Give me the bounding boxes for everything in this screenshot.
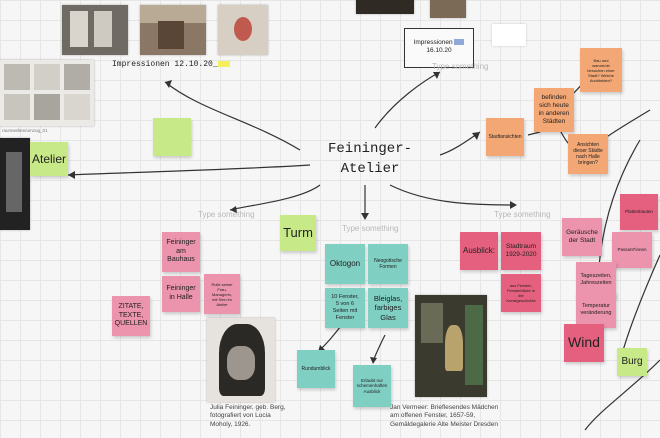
note-atelier[interactable]: Atelier: [30, 142, 68, 176]
highlight-marker-blue: [454, 39, 465, 46]
center-title[interactable]: Feininger- Atelier: [327, 141, 412, 177]
photo-caption-small: raumwelten/umzug_01: [2, 128, 48, 133]
note-plattenbauten[interactable]: Plattenbauten: [620, 194, 658, 230]
impressions-left-label[interactable]: Impressionen 12.10.20_: [112, 60, 230, 69]
caption-vermeer: Jan Vermeer: Brieflesendes Mädchen am of…: [390, 404, 499, 428]
photo-julia-feininger[interactable]: [207, 318, 275, 402]
note-temperatur[interactable]: Temperatur veränderung: [576, 292, 616, 328]
note-fensterblicke[interactable]: aus Fenster- Fensterblicke in der Kunstg…: [501, 274, 541, 312]
connector-to-left-group: [229, 184, 321, 211]
caption-julia-feininger: Julia Feininger, geb. Berg, fotografiert…: [210, 404, 286, 428]
photo-vermeer-painting[interactable]: [415, 295, 487, 397]
note-neogotische-formen[interactable]: Neogotische Formen: [368, 244, 408, 284]
highlight-marker: [217, 60, 230, 67]
note-befinden-sich-heute[interactable]: befinden sich heute in anderen Städten: [534, 88, 574, 132]
impressions-frame[interactable]: Impressionen 16.10.20: [404, 28, 474, 68]
type-something-left[interactable]: Type something: [198, 210, 255, 219]
photo-top-dark[interactable]: [356, 0, 414, 14]
note-feininger-halle[interactable]: Feininger in Halle: [162, 276, 200, 312]
connector-stadt-befinden: [527, 131, 541, 136]
connector-curve-right-3: [584, 359, 660, 431]
note-bleiglas[interactable]: Bleiglas, farbiges Glas: [368, 288, 408, 328]
note-oktogon[interactable]: Oktogon: [325, 244, 365, 284]
connector-to-impressions-frame: [374, 71, 441, 129]
connector-to-impressions-left: [164, 81, 301, 151]
note-zitate-texte-quellen[interactable]: ZITATE, TEXTE, QUELLEN: [112, 296, 150, 336]
type-something-top[interactable]: Type something: [432, 62, 489, 71]
photo-window-room[interactable]: [62, 5, 128, 55]
photo-door-sign[interactable]: [218, 5, 268, 55]
note-frage-staedte[interactable]: Bau und warum/ob besuchen einer Stadt? W…: [580, 48, 622, 92]
note-ansichten-halle[interactable]: Ansichten dieser Städte nach Halle bring…: [568, 134, 608, 174]
type-something-right[interactable]: Type something: [494, 210, 551, 219]
connector-curve-right-2: [619, 254, 660, 363]
note-rolle-seiner-frau[interactable]: Rolle seiner Frau, Managerin, mit Sinn i…: [204, 274, 240, 314]
photo-sketch-grid[interactable]: [0, 60, 94, 126]
note-rundumblick[interactable]: Rundumblick: [297, 350, 335, 388]
blank-card[interactable]: [492, 24, 526, 46]
photo-dark-left[interactable]: [0, 138, 30, 230]
note-stadtraum[interactable]: Stadtraum 1929-2020: [501, 232, 541, 270]
note-feininger-bauhaus[interactable]: Feininger am Bauhaus: [162, 232, 200, 272]
type-something-middle[interactable]: Type something: [342, 224, 399, 233]
connector-to-atelier: [67, 164, 311, 176]
note-geraeusche[interactable]: Geräusche der Stadt: [562, 218, 602, 256]
note-wind[interactable]: Wind: [564, 324, 604, 362]
connector-to-right-group: [389, 184, 516, 206]
note-erlaubt-nur[interactable]: Erlaubt nur schemenhaften Ausblick: [353, 365, 391, 407]
note-ausblick[interactable]: Ausblick:: [460, 232, 498, 270]
note-turm[interactable]: Turm: [280, 215, 316, 251]
note-passanten[interactable]: Passant*innen: [612, 232, 652, 268]
lime-note-empty[interactable]: [153, 118, 191, 156]
note-burg[interactable]: Burg: [617, 348, 647, 376]
note-stadtansichten[interactable]: Stadtansichten: [486, 118, 524, 156]
photo-atelier-furniture[interactable]: [140, 5, 206, 55]
photo-top-small[interactable]: [430, 0, 466, 18]
note-fenster[interactable]: 10 Fenster, 5 von 6 Seiten mit Fenster: [325, 288, 365, 328]
